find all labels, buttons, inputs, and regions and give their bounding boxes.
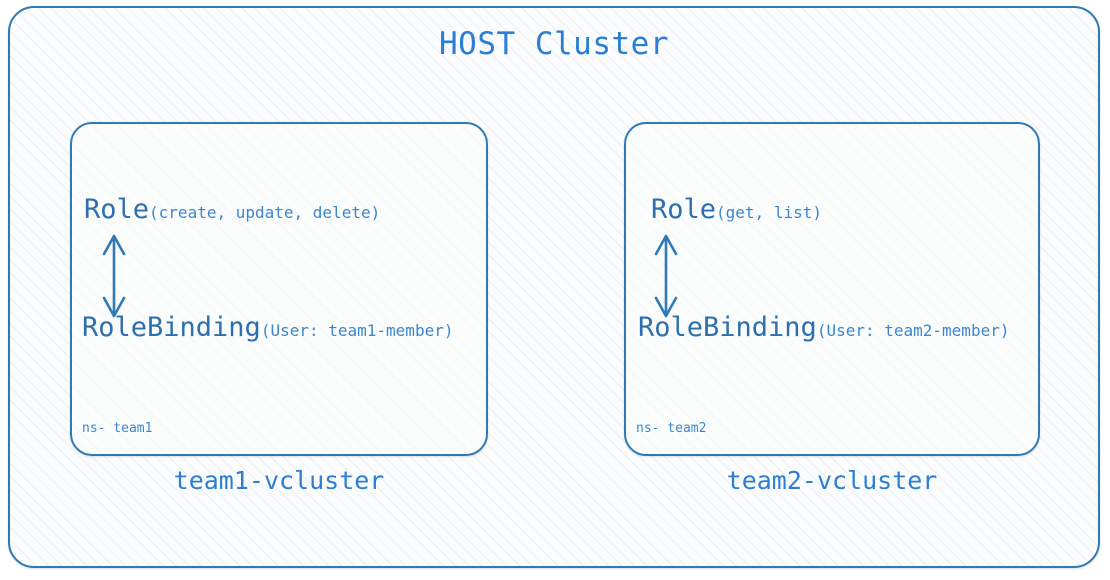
resource-args-label: (create, update, delete) [149,203,381,222]
resource-args-label: (get, list) [716,203,822,222]
resource-rolebinding-team1: RoleBinding(User: team1-member) [82,314,453,341]
resource-args-label: (User: team2-member) [816,321,1010,340]
resource-rolebinding-team2: RoleBinding(User: team2-member) [638,314,1009,341]
resource-name-label: Role [84,194,150,225]
namespace-label-team1: ns- team1 [82,421,153,436]
resource-name-label: RoleBinding [82,312,261,343]
vcluster-box-team1: Role(create, update, delete) RoleBinding… [70,122,488,456]
vcluster-caption-team1: team1-vcluster [173,466,385,495]
host-cluster-title: HOST Cluster [439,26,669,62]
resource-name-label: Role [651,194,717,225]
resource-name-label: RoleBinding [638,312,817,343]
double-arrow-icon-team1 [94,230,134,322]
vcluster-box-team2: Role(get, list) RoleBinding(User: team2-… [624,122,1040,456]
namespace-label-team2: ns- team2 [636,421,707,436]
resource-role-team1: Role(create, update, delete) [84,196,380,223]
double-arrow-icon-team2 [646,230,686,322]
resource-role-team2: Role(get, list) [651,196,822,223]
vcluster-caption-team2: team2-vcluster [726,466,938,495]
host-cluster-box: HOST Cluster Role(create, update, delete… [8,6,1100,568]
resource-args-label: (User: team1-member) [260,321,454,340]
